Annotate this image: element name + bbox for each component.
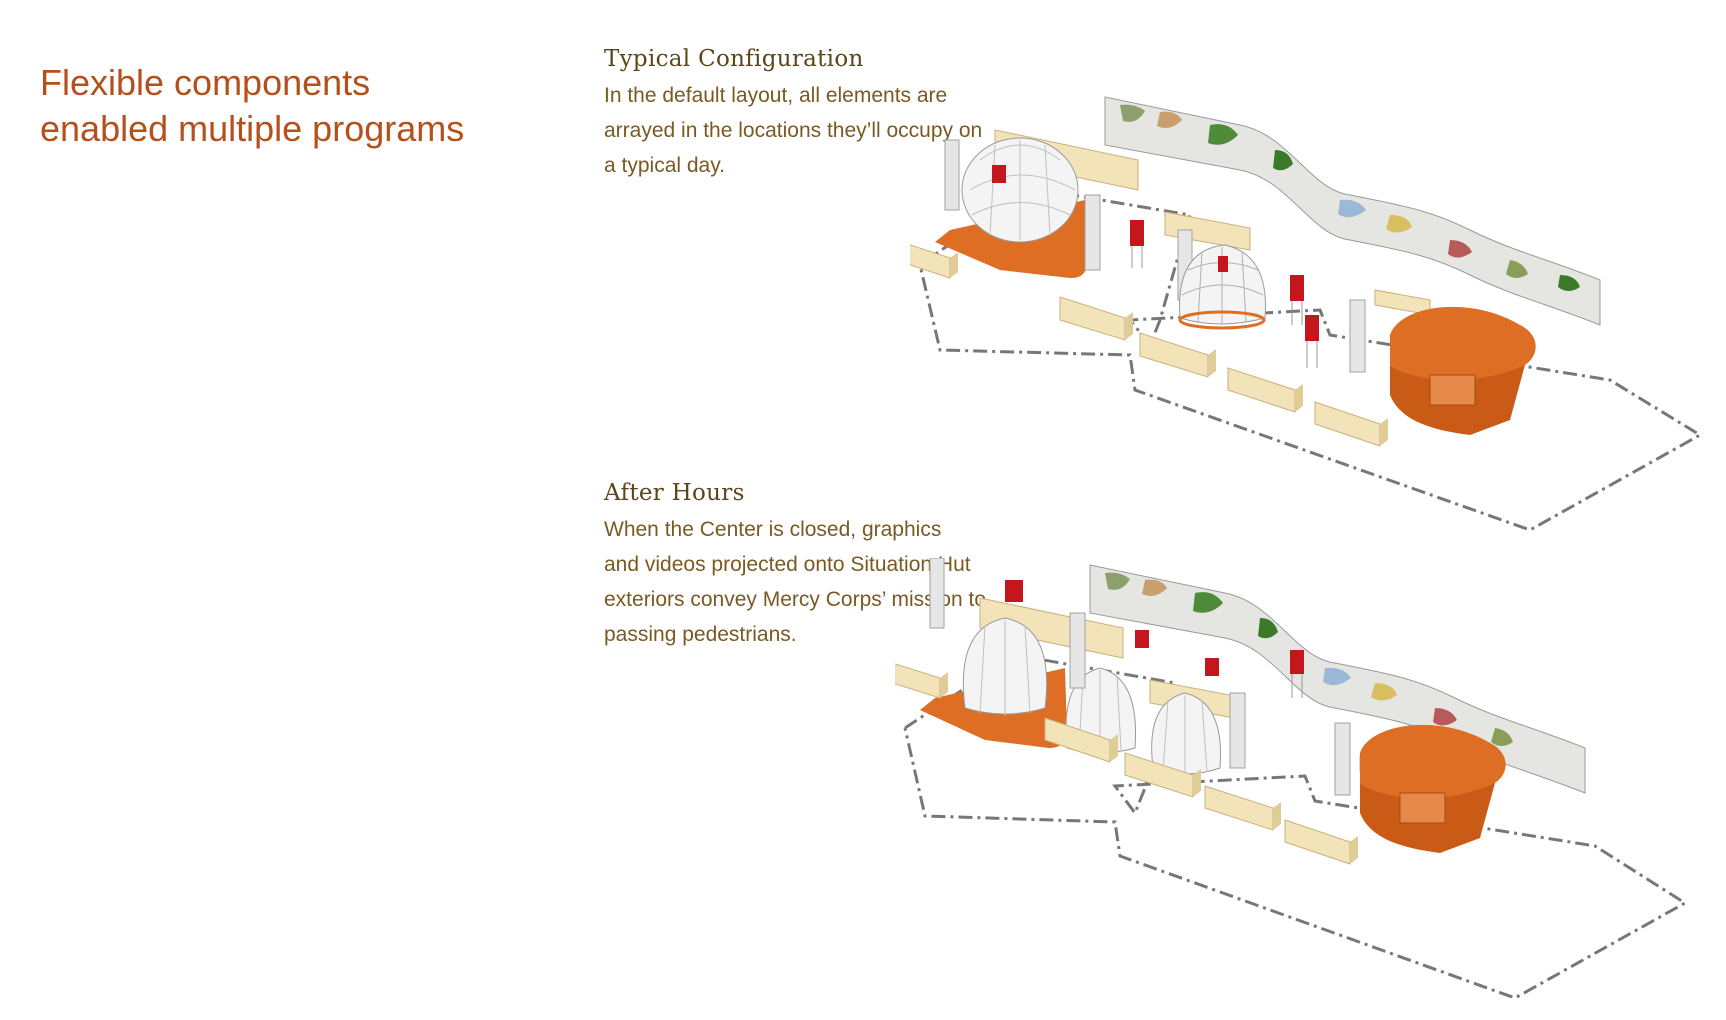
red-kiosk bbox=[1290, 650, 1304, 698]
body-line: arrayed in the locations they’ll occupy … bbox=[604, 119, 983, 142]
pillar bbox=[1334, 722, 1351, 796]
kiosk-screen bbox=[1005, 580, 1023, 602]
section-typical-configuration: Typical Configuration In the default lay… bbox=[604, 46, 1044, 183]
kiosk-screen bbox=[1135, 630, 1149, 648]
red-kiosk bbox=[1305, 315, 1319, 368]
display-ledge-2 bbox=[1164, 211, 1251, 251]
section-heading: Typical Configuration bbox=[604, 46, 864, 72]
section-body: When the Center is closed, graphics and … bbox=[604, 512, 1044, 652]
pillar bbox=[1069, 612, 1086, 689]
orange-booth bbox=[1390, 306, 1536, 435]
map-wall-graphics bbox=[1105, 572, 1513, 746]
body-line: passing pedestrians. bbox=[604, 623, 797, 646]
kiosk-screen bbox=[1218, 256, 1228, 272]
bench bbox=[1314, 401, 1388, 447]
page-title: Flexible components enabled multiple pro… bbox=[40, 60, 464, 152]
map-wall-graphics bbox=[1120, 104, 1580, 291]
pillar bbox=[929, 558, 945, 629]
bench bbox=[895, 663, 948, 699]
large-dome bbox=[961, 137, 1079, 243]
section-body: In the default layout, all elements are … bbox=[604, 78, 1044, 183]
hut-dome bbox=[1151, 692, 1222, 776]
page-title-line-1: Flexible components bbox=[40, 62, 371, 104]
frame-dome bbox=[1178, 244, 1266, 330]
typical-configuration-axonometric bbox=[910, 96, 1703, 532]
pillar bbox=[1349, 299, 1366, 373]
pillar bbox=[944, 139, 960, 211]
bench bbox=[1059, 296, 1133, 341]
red-kiosk bbox=[1290, 275, 1304, 325]
kiosk-screen bbox=[1205, 658, 1219, 676]
hut-dome bbox=[962, 617, 1048, 716]
bench bbox=[1124, 752, 1201, 798]
red-kiosk bbox=[1130, 220, 1144, 268]
bench bbox=[1139, 332, 1216, 378]
body-line: exteriors convey Mercy Corps’ mission to bbox=[604, 588, 986, 611]
pillar bbox=[1229, 692, 1246, 769]
pillar bbox=[1084, 194, 1101, 271]
page-title-line-2: enabled multiple programs bbox=[40, 108, 465, 150]
kiosk-screen bbox=[992, 165, 1006, 183]
bench bbox=[1227, 367, 1303, 413]
section-after-hours: After Hours When the Center is closed, g… bbox=[604, 480, 1044, 652]
body-line: a typical day. bbox=[604, 154, 726, 177]
section-heading: After Hours bbox=[604, 480, 745, 506]
body-line: In the default layout, all elements are bbox=[604, 84, 948, 107]
bench bbox=[1204, 785, 1281, 831]
bench bbox=[910, 244, 958, 279]
after-hours-axonometric bbox=[895, 558, 1688, 998]
orange-booth bbox=[1360, 724, 1506, 853]
body-line: When the Center is closed, graphics bbox=[604, 518, 942, 541]
body-line: and videos projected onto Situation Hut bbox=[604, 553, 971, 576]
bench bbox=[1284, 819, 1358, 865]
bench bbox=[1044, 717, 1118, 763]
